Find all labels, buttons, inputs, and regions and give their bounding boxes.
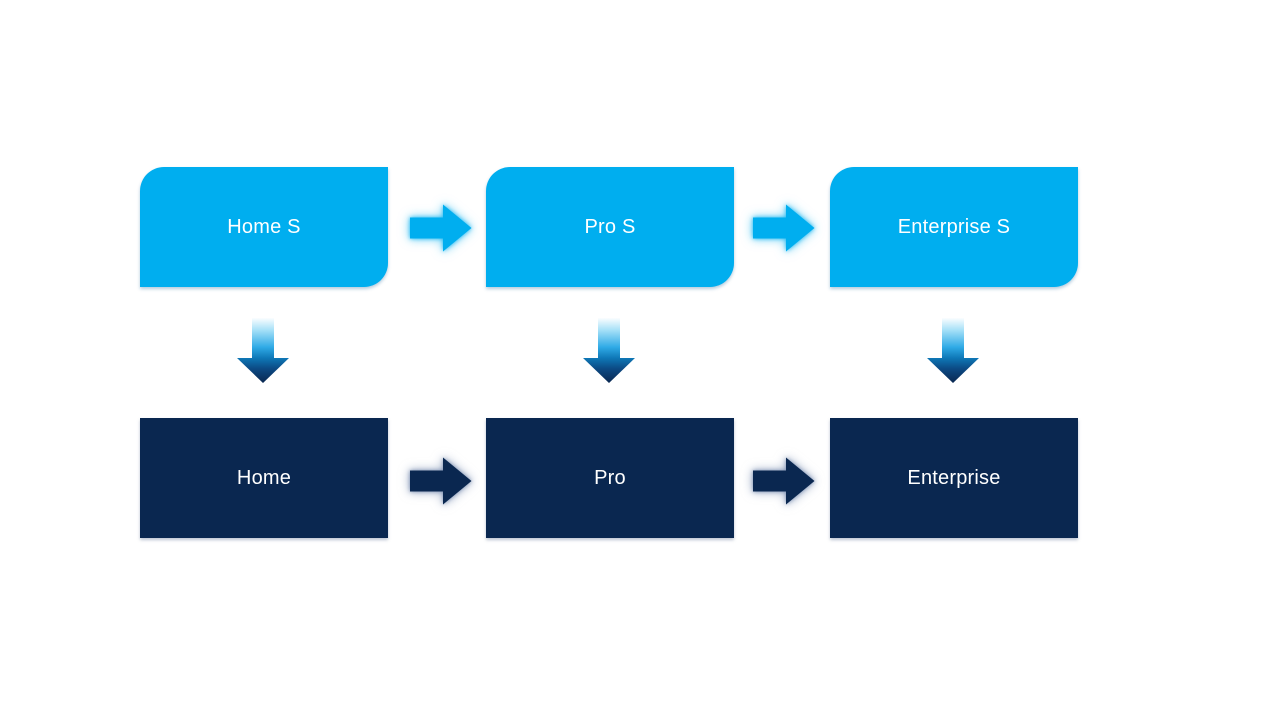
node-label: Enterprise S <box>897 215 1011 238</box>
node-pro: Pro <box>486 418 734 538</box>
node-home-s: Home S <box>140 167 388 287</box>
right-arrow-icon <box>753 457 815 505</box>
right-arrow-icon <box>410 457 472 505</box>
node-home: Home <box>140 418 388 538</box>
node-label: Enterprise <box>907 466 1001 489</box>
node-label: Home S <box>227 215 301 238</box>
node-pro-s: Pro S <box>486 167 734 287</box>
down-arrow-icon <box>237 318 289 383</box>
node-enterprise-s: Enterprise S <box>830 167 1078 287</box>
node-enterprise: Enterprise <box>830 418 1078 538</box>
down-arrow-icon <box>927 318 979 383</box>
down-arrow-icon <box>583 318 635 383</box>
node-label: Pro S <box>584 215 636 238</box>
node-label: Home <box>236 466 292 489</box>
node-label: Pro <box>594 466 626 489</box>
right-arrow-icon <box>753 204 815 252</box>
right-arrow-icon <box>410 204 472 252</box>
